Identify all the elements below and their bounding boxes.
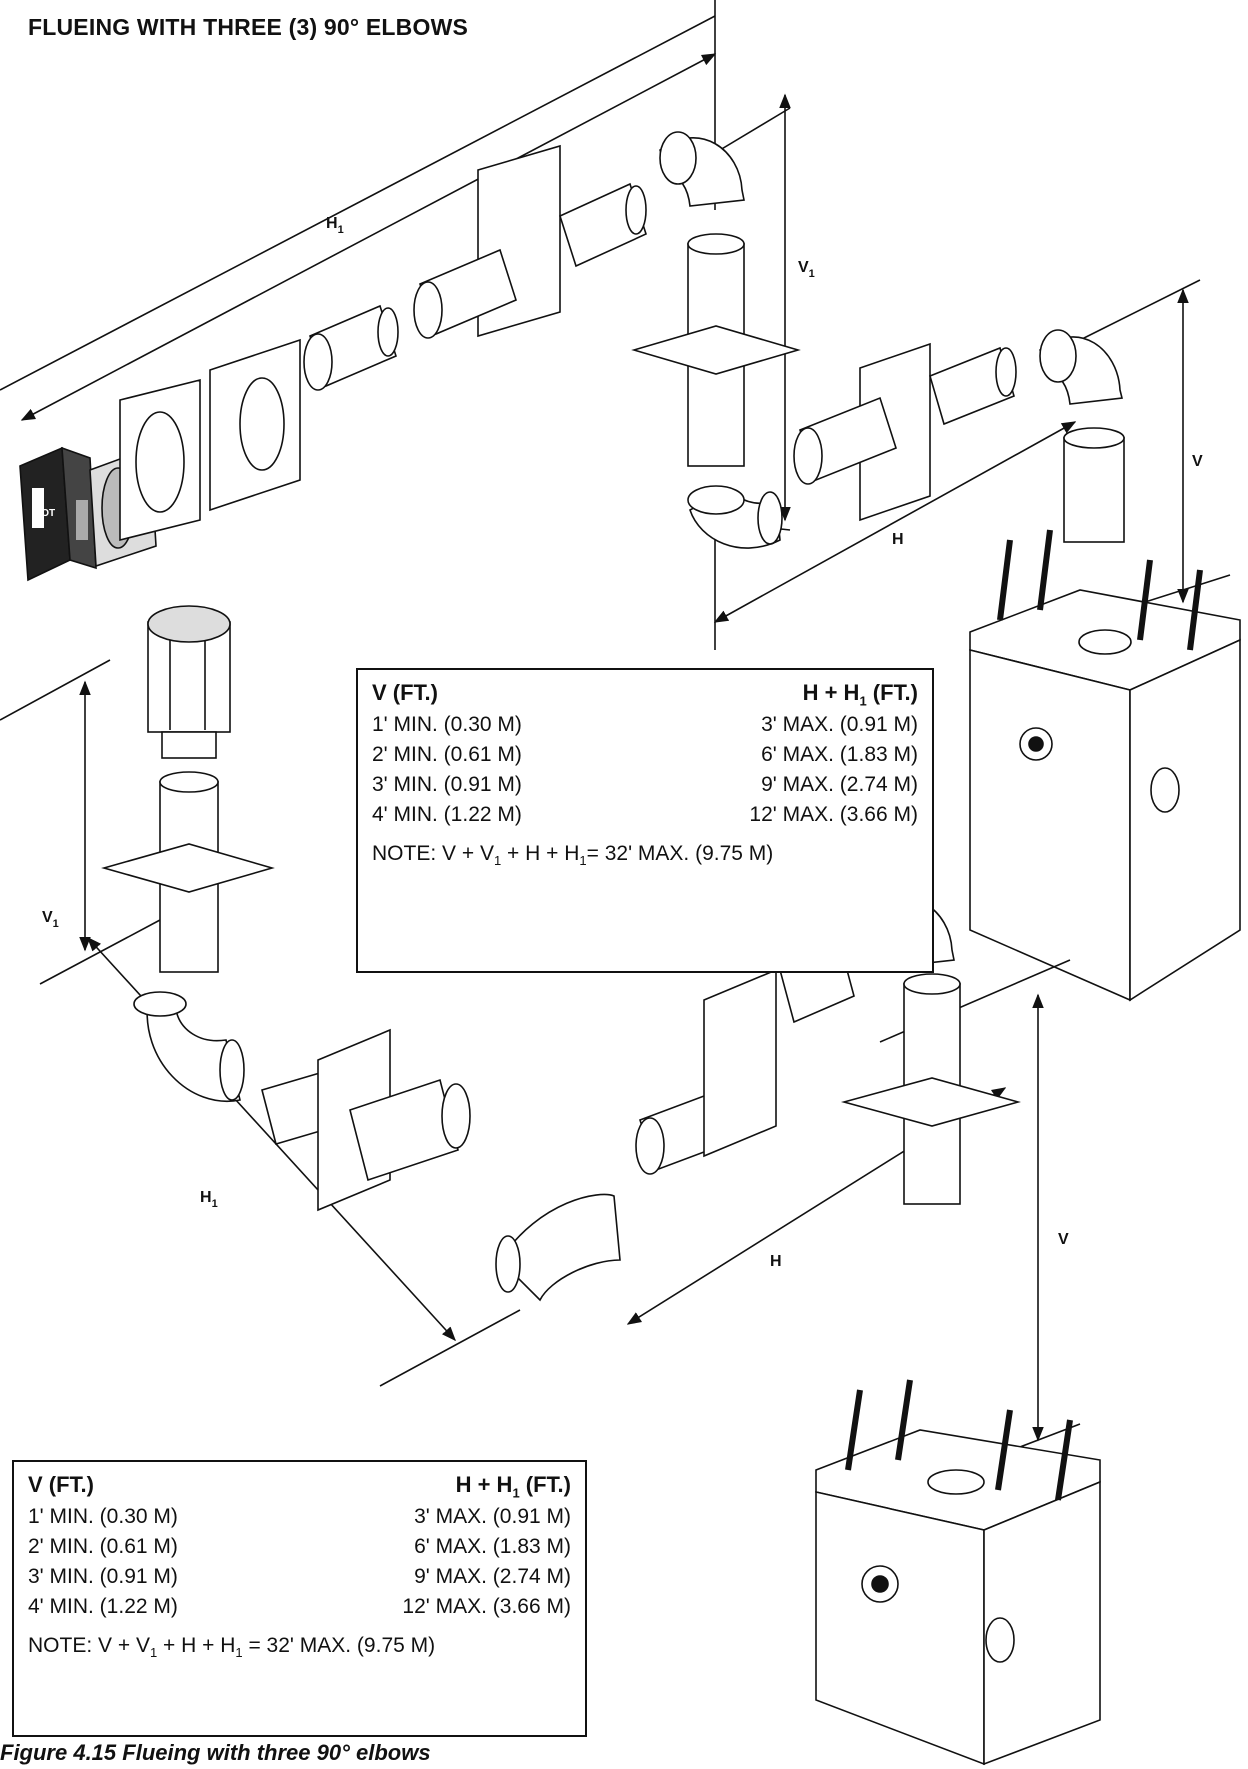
- label-hot: HOT: [34, 508, 55, 519]
- bottom-fireplace-unit: [815, 1379, 1101, 1766]
- top-elbows: [659, 131, 1123, 549]
- table-row: 4' MIN. (1.22 M)12' MAX. (3.66 M): [28, 1595, 571, 1619]
- table-note: NOTE: V + V1 + H + H1 = 32' MAX. (9.75 M…: [28, 1634, 436, 1661]
- table-row: 1' MIN. (0.30 M)3' MAX. (0.91 M): [372, 713, 918, 737]
- table-row: 2' MIN. (0.61 M)6' MAX. (1.83 M): [28, 1535, 571, 1559]
- column-header-v: V (FT.): [372, 680, 438, 705]
- bottom-dimension-lines: [0, 659, 1081, 1471]
- table-row: 2' MIN. (0.61 M)6' MAX. (1.83 M): [372, 743, 918, 767]
- label-h-top: H: [892, 531, 904, 548]
- top-fireplace-unit: [969, 529, 1241, 1002]
- label-v-top: V: [1192, 453, 1203, 470]
- label-h1-bottom: H1: [200, 1189, 218, 1210]
- table-note: NOTE: V + V1 + H + H1= 32' MAX. (9.75 M): [372, 842, 774, 869]
- label-v-bottom: V: [1058, 1231, 1069, 1248]
- table-header: V (FT.) H + H1 (FT.): [372, 680, 918, 708]
- label-h1-top: H1: [326, 215, 344, 236]
- dimension-labels: H1 V1 V H V1 H1 H V HOT: [34, 215, 1203, 1270]
- top-horizontal-pipes: [303, 182, 1017, 485]
- column-header-h: H + H1 (FT.): [455, 1472, 571, 1501]
- bottom-venting-table: V (FT.) H + H1 (FT.) 1' MIN. (0.30 M)3' …: [12, 1460, 587, 1737]
- table-row: 3' MIN. (0.91 M)9' MAX. (2.74 M): [28, 1565, 571, 1589]
- column-header-v: V (FT.): [28, 1472, 94, 1497]
- bottom-vertical-pipe: [840, 973, 1021, 1205]
- top-vertical-pipes: [631, 233, 1125, 543]
- table-header: V (FT.) H + H1 (FT.): [28, 1472, 571, 1500]
- page-title: FLUEING WITH THREE (3) 90° ELBOWS: [28, 14, 469, 40]
- bottom-horizontal-pipes: [261, 942, 855, 1212]
- label-h-bottom: H: [770, 1253, 782, 1270]
- top-venting-table: V (FT.) H + H1 (FT.) 1' MIN. (0.30 M)3' …: [356, 668, 934, 973]
- figure-caption: Figure 4.15 Flueing with three 90° elbow…: [0, 1740, 431, 1765]
- label-v1-bottom: V1: [42, 909, 59, 930]
- table-row: 4' MIN. (1.22 M)12' MAX. (3.66 M): [372, 803, 918, 827]
- label-v1-top: V1: [798, 259, 815, 280]
- vertical-termination-cap: [101, 605, 275, 973]
- column-header-h: H + H1 (FT.): [802, 680, 918, 709]
- table-row: 3' MIN. (0.91 M)9' MAX. (2.74 M): [372, 773, 918, 797]
- table-row: 1' MIN. (0.30 M)3' MAX. (0.91 M): [28, 1505, 571, 1529]
